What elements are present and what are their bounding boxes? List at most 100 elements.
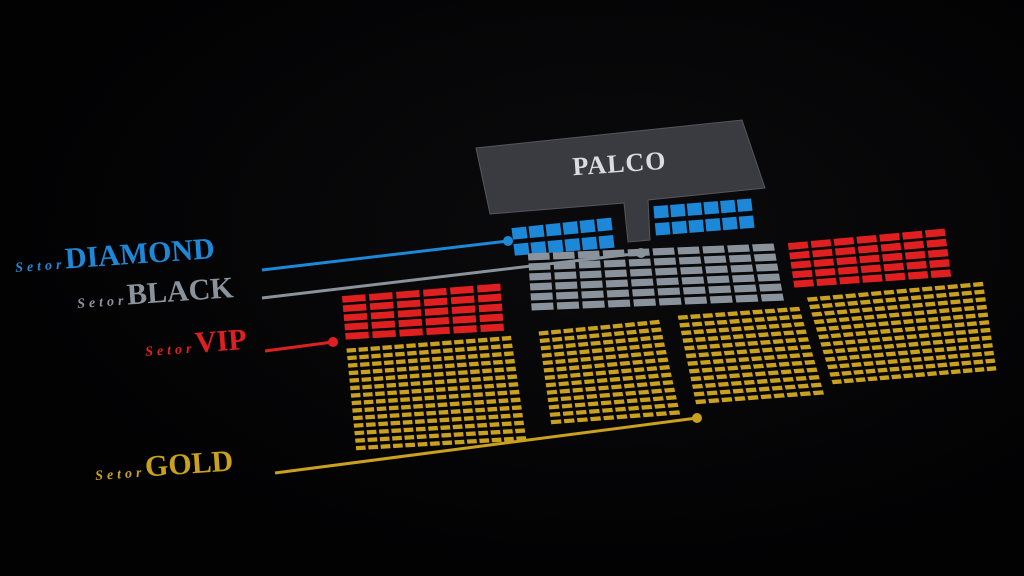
seat[interactable]: [895, 342, 907, 348]
seat[interactable]: [930, 269, 952, 279]
seat[interactable]: [453, 339, 464, 345]
seat[interactable]: [367, 437, 378, 443]
seat[interactable]: [378, 428, 389, 434]
seat[interactable]: [475, 407, 486, 413]
seat[interactable]: [656, 277, 679, 286]
seat[interactable]: [730, 380, 742, 386]
seat[interactable]: [369, 301, 394, 311]
seat[interactable]: [847, 347, 858, 353]
seat[interactable]: [531, 302, 554, 311]
seat[interactable]: [705, 265, 729, 274]
seat[interactable]: [749, 348, 761, 354]
seat[interactable]: [681, 276, 705, 285]
seat[interactable]: [904, 326, 916, 332]
seat[interactable]: [604, 347, 615, 353]
seat[interactable]: [836, 355, 848, 361]
seat[interactable]: [760, 293, 784, 302]
seat[interactable]: [961, 290, 973, 296]
seat[interactable]: [628, 405, 640, 411]
seat[interactable]: [729, 373, 741, 379]
seat[interactable]: [371, 353, 381, 359]
seat[interactable]: [629, 344, 640, 350]
seat[interactable]: [430, 341, 440, 347]
seat[interactable]: [559, 388, 571, 394]
seat[interactable]: [813, 258, 835, 267]
seat[interactable]: [917, 325, 928, 331]
seat[interactable]: [813, 319, 825, 325]
seat[interactable]: [747, 340, 759, 346]
seat[interactable]: [786, 392, 798, 398]
seat[interactable]: [751, 356, 763, 362]
seat[interactable]: [969, 336, 980, 342]
seat[interactable]: [934, 285, 946, 291]
seat[interactable]: [887, 304, 898, 311]
seat[interactable]: [883, 289, 895, 295]
seat[interactable]: [554, 351, 565, 357]
seat[interactable]: [436, 394, 447, 400]
seat[interactable]: [954, 322, 965, 328]
seat[interactable]: [419, 357, 430, 363]
seat[interactable]: [841, 370, 852, 376]
seat[interactable]: [810, 382, 822, 388]
seat[interactable]: [511, 226, 528, 240]
seat[interactable]: [789, 353, 801, 359]
seat[interactable]: [923, 293, 935, 300]
seat[interactable]: [947, 284, 959, 290]
seat[interactable]: [429, 441, 440, 446]
seat[interactable]: [979, 320, 990, 326]
seat[interactable]: [658, 297, 682, 306]
seat[interactable]: [628, 258, 652, 267]
seat[interactable]: [926, 371, 938, 377]
seat[interactable]: [605, 354, 617, 360]
seat[interactable]: [380, 444, 391, 449]
seat[interactable]: [692, 383, 704, 389]
seat[interactable]: [638, 328, 650, 334]
seat[interactable]: [442, 440, 453, 446]
seat[interactable]: [581, 236, 598, 251]
seat[interactable]: [756, 324, 767, 330]
seat[interactable]: [706, 390, 718, 396]
seat[interactable]: [405, 442, 416, 448]
seat[interactable]: [876, 313, 888, 319]
seat[interactable]: [500, 413, 511, 419]
seat[interactable]: [470, 376, 481, 382]
seat[interactable]: [575, 326, 586, 333]
seat[interactable]: [718, 327, 730, 333]
seat[interactable]: [501, 335, 512, 341]
seat[interactable]: [721, 216, 738, 231]
seat[interactable]: [625, 390, 637, 396]
seat[interactable]: [538, 330, 549, 336]
seat[interactable]: [764, 308, 776, 314]
seat[interactable]: [859, 299, 871, 305]
seat[interactable]: [595, 370, 607, 376]
seat[interactable]: [695, 399, 707, 405]
seat[interactable]: [433, 371, 444, 377]
seat[interactable]: [426, 410, 437, 416]
seat[interactable]: [576, 417, 588, 423]
seat[interactable]: [703, 201, 720, 215]
seat[interactable]: [637, 320, 648, 327]
seat[interactable]: [977, 312, 989, 318]
seat[interactable]: [962, 368, 973, 374]
seat[interactable]: [972, 281, 984, 287]
seat[interactable]: [693, 391, 705, 397]
seat[interactable]: [427, 418, 438, 424]
seat[interactable]: [896, 288, 908, 294]
seat[interactable]: [800, 344, 812, 350]
seat[interactable]: [655, 349, 667, 356]
seat[interactable]: [721, 397, 733, 403]
seat[interactable]: [476, 415, 487, 421]
seat[interactable]: [970, 344, 981, 350]
seat[interactable]: [364, 407, 375, 412]
seat[interactable]: [770, 331, 782, 337]
seat[interactable]: [867, 329, 879, 335]
seat[interactable]: [504, 358, 515, 364]
seat[interactable]: [388, 405, 399, 411]
seat[interactable]: [456, 362, 467, 368]
seat[interactable]: [428, 433, 440, 439]
seat[interactable]: [582, 300, 605, 309]
seat[interactable]: [758, 332, 769, 338]
seat[interactable]: [443, 355, 454, 361]
seat[interactable]: [544, 374, 556, 380]
seat[interactable]: [587, 325, 599, 331]
